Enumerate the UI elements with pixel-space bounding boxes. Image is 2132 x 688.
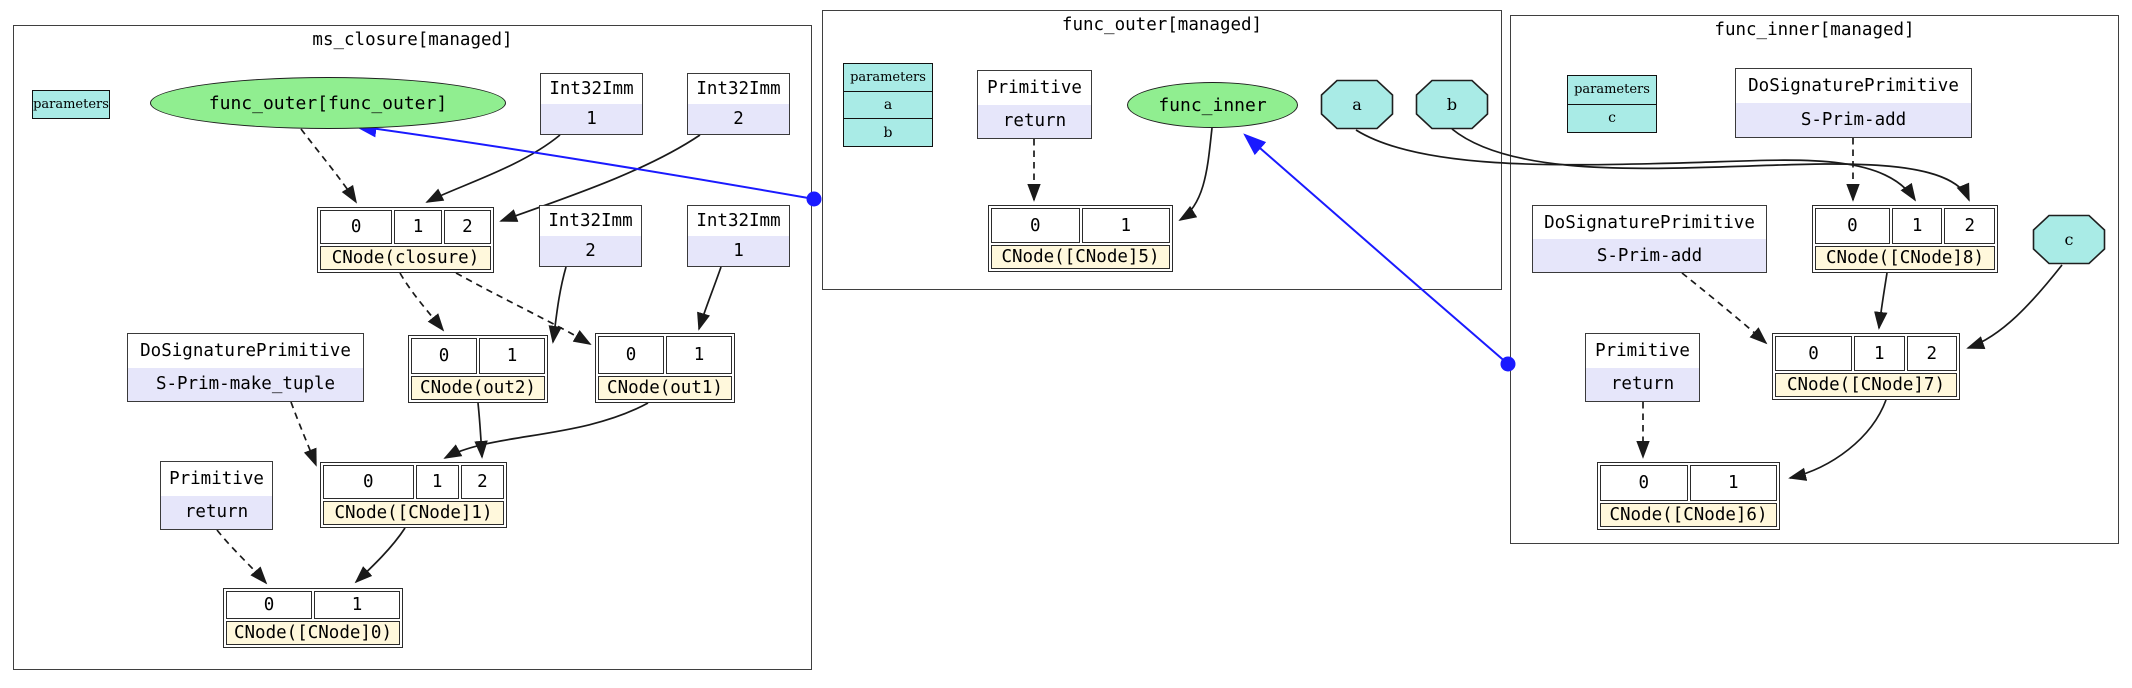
cnode-port: 0 <box>991 208 1080 243</box>
int32imm-type: Int32Imm <box>688 74 789 104</box>
dosignatureprimitive-type: DoSignaturePrimitive <box>128 334 363 368</box>
cnode-out2: 0 1 CNode(out2) <box>408 335 548 403</box>
cnode-port: 1 <box>314 591 400 619</box>
int32imm-type: Int32Imm <box>540 206 641 236</box>
octagon-shape <box>1320 79 1394 130</box>
primitive-value: return <box>1610 374 1675 395</box>
cnode-label: CNode([CNode]6) <box>1600 503 1777 527</box>
cnode-port: 2 <box>443 210 492 244</box>
parameters-table: parameters c <box>1567 75 1657 133</box>
cnode-port: 1 <box>1854 336 1905 371</box>
parameters-table-header: parameters <box>1568 76 1656 105</box>
cnode-label: CNode([CNode]0) <box>226 621 400 645</box>
cnode-port: 1 <box>1081 208 1170 243</box>
cnode-port: 1 <box>1891 208 1943 244</box>
octagon-shape <box>1415 79 1489 130</box>
dosignatureprimitive-value: S-Prim-make_tuple <box>155 374 336 395</box>
cnode-port: 0 <box>226 591 312 619</box>
dosignatureprimitive-node: DoSignaturePrimitive S-Prim-make_tuple <box>127 333 364 402</box>
dosignatureprimitive-type: DoSignaturePrimitive <box>1736 69 1971 103</box>
dosignatureprimitive-type: DoSignaturePrimitive <box>1533 206 1766 239</box>
primitive-return-node: Primitive return <box>1585 333 1700 402</box>
cnode-port: 0 <box>598 336 664 374</box>
cnode-port: 0 <box>1600 465 1688 501</box>
parameters-table-row: c <box>1608 110 1616 127</box>
parameter-label: a <box>1352 95 1362 114</box>
parameter-label: b <box>1446 95 1458 114</box>
primitive-return-node: Primitive return <box>977 70 1092 139</box>
cnode-port: 2 <box>1944 208 1996 244</box>
cnode-5: 0 1 CNode([CNode]5) <box>988 205 1173 272</box>
cnode-port: 1 <box>415 465 459 499</box>
cnode-label: CNode([CNode]5) <box>991 245 1170 269</box>
int32imm-node: Int32Imm 2 <box>687 73 790 135</box>
cluster-func-outer-title: func_outer[managed] <box>1061 15 1263 35</box>
cnode-1: 0 1 2 CNode([CNode]1) <box>320 462 507 528</box>
cnode-port: 1 <box>394 210 442 244</box>
int32imm-type: Int32Imm <box>688 206 789 236</box>
funcgraph-node-func-outer: func_outer[func_outer] <box>150 77 506 129</box>
cnode-port: 0 <box>411 338 477 374</box>
primitive-value: return <box>1002 111 1067 132</box>
cnode-label: CNode([CNode]7) <box>1775 373 1957 397</box>
cnode-label: CNode(out2) <box>411 376 545 400</box>
int32imm-type: Int32Imm <box>541 74 642 104</box>
cnode-label: CNode(out1) <box>598 376 732 400</box>
cnode-8: 0 1 2 CNode([CNode]8) <box>1812 205 1998 273</box>
cnode-port: 0 <box>323 465 414 499</box>
primitive-value: return <box>184 502 249 523</box>
parameters-box: parameters <box>32 90 110 119</box>
parameter-octagon-b: b <box>1415 79 1489 130</box>
cnode-7: 0 1 2 CNode([CNode]7) <box>1772 333 1960 400</box>
cnode-6: 0 1 CNode([CNode]6) <box>1597 462 1780 530</box>
cnode-label: CNode(closure) <box>320 246 491 270</box>
int32imm-value: 2 <box>585 241 596 261</box>
parameters-table: parameters a b <box>843 63 933 147</box>
parameter-octagon-c: c <box>2032 214 2106 265</box>
octagon-shape <box>2032 214 2106 265</box>
cnode-0: 0 1 CNode([CNode]0) <box>223 588 403 648</box>
int32imm-node: Int32Imm 1 <box>687 205 790 267</box>
int32imm-value: 1 <box>733 241 744 261</box>
int32imm-node: Int32Imm 2 <box>539 205 642 267</box>
cnode-port: 1 <box>666 336 732 374</box>
cnode-closure: 0 1 2 CNode(closure) <box>317 207 494 273</box>
cnode-port: 2 <box>460 465 504 499</box>
dosignatureprimitive-value: S-Prim-add <box>1800 110 1907 130</box>
cluster-ms-closure: ms_closure[managed] <box>13 25 812 670</box>
primitive-type: Primitive <box>161 462 272 496</box>
cnode-port: 1 <box>1689 465 1777 501</box>
dosignatureprimitive-node: DoSignaturePrimitive S-Prim-add <box>1532 205 1767 273</box>
parameters-table-row: a <box>844 92 932 120</box>
parameter-label: c <box>2064 230 2074 249</box>
parameters-table-header: parameters <box>844 64 932 92</box>
cnode-port: 1 <box>479 338 545 374</box>
parameters-box-label: parameters <box>33 97 109 112</box>
cnode-port: 2 <box>1906 336 1957 371</box>
dosignatureprimitive-value: S-Prim-add <box>1596 245 1703 266</box>
cluster-func-inner-title: func_inner[managed] <box>1714 20 1915 40</box>
cnode-label: CNode([CNode]8) <box>1815 246 1995 270</box>
cluster-func-inner: func_inner[managed] <box>1510 15 2119 544</box>
cnode-out1: 0 1 CNode(out1) <box>595 333 735 403</box>
cnode-port: 0 <box>320 210 393 244</box>
cnode-port: 0 <box>1815 208 1890 244</box>
primitive-type: Primitive <box>978 71 1091 105</box>
dosignatureprimitive-node: DoSignaturePrimitive S-Prim-add <box>1735 68 1972 138</box>
primitive-return-node: Primitive return <box>160 461 273 530</box>
cnode-label: CNode([CNode]1) <box>323 501 504 525</box>
int32imm-node: Int32Imm 1 <box>540 73 643 135</box>
primitive-type: Primitive <box>1586 334 1699 368</box>
funcgraph-node-func-inner: func_inner <box>1127 82 1298 128</box>
cnode-port: 0 <box>1775 336 1853 371</box>
parameter-octagon-a: a <box>1320 79 1394 130</box>
int32imm-value: 2 <box>733 109 744 129</box>
parameters-table-row: b <box>883 124 893 141</box>
cluster-ms-closure-title: ms_closure[managed] <box>312 30 513 50</box>
int32imm-value: 1 <box>586 109 597 129</box>
